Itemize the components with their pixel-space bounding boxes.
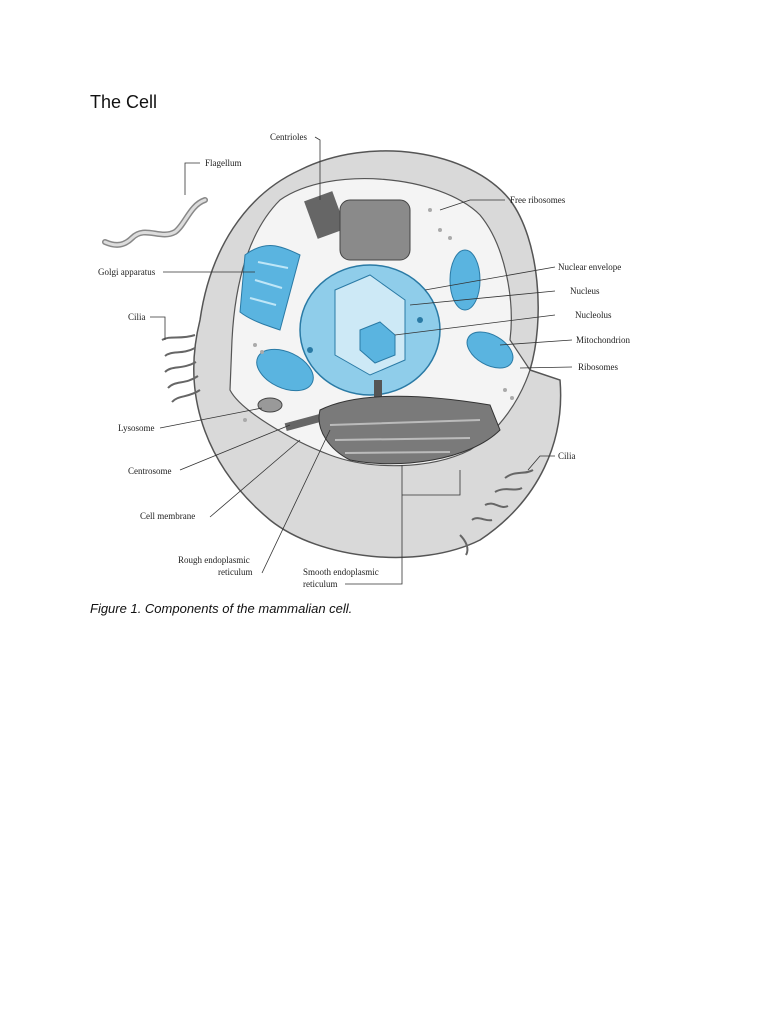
label-nucleolus: Nucleolus	[575, 310, 612, 320]
label-centrosome: Centrosome	[128, 466, 172, 476]
figure-caption: Figure 1. Components of the mammalian ce…	[90, 601, 353, 616]
flagellum-shape	[102, 197, 208, 248]
label-rough-er-line1: Rough endoplasmic	[178, 555, 250, 565]
golgi-shape	[239, 245, 301, 331]
label-cilia-right: Cilia	[558, 451, 576, 461]
label-centrioles: Centrioles	[270, 132, 307, 142]
label-cilia-left: Cilia	[128, 312, 146, 322]
label-nucleus: Nucleus	[570, 286, 600, 296]
centrosome-shape	[284, 412, 326, 432]
er-shape	[318, 395, 501, 465]
label-golgi: Golgi apparatus	[98, 267, 156, 277]
mitochondrion-shape	[256, 348, 314, 392]
label-free-ribosomes: Free ribosomes	[510, 195, 566, 205]
label-smooth-er-line2: reticulum	[303, 579, 338, 589]
label-rough-er-line2: reticulum	[218, 567, 253, 577]
label-lysosome: Lysosome	[118, 423, 155, 433]
label-smooth-er-line1: Smooth endoplasmic	[303, 567, 379, 577]
page-title: The Cell	[90, 92, 158, 112]
cell-diagram: Centrioles Flagellum Free ribosomes Golg…	[98, 132, 630, 589]
label-cell-membrane: Cell membrane	[140, 511, 195, 521]
lysosome-shape	[257, 397, 283, 413]
label-flagellum: Flagellum	[205, 158, 242, 168]
centrioles-shape	[304, 191, 411, 261]
cilia-right-shape	[459, 469, 534, 556]
label-nuclear-envelope: Nuclear envelope	[558, 262, 621, 272]
cilia-left-shape	[161, 334, 201, 403]
label-ribosomes: Ribosomes	[578, 362, 619, 372]
label-mitochondrion: Mitochondrion	[576, 335, 630, 345]
nucleus-shape	[299, 264, 441, 410]
